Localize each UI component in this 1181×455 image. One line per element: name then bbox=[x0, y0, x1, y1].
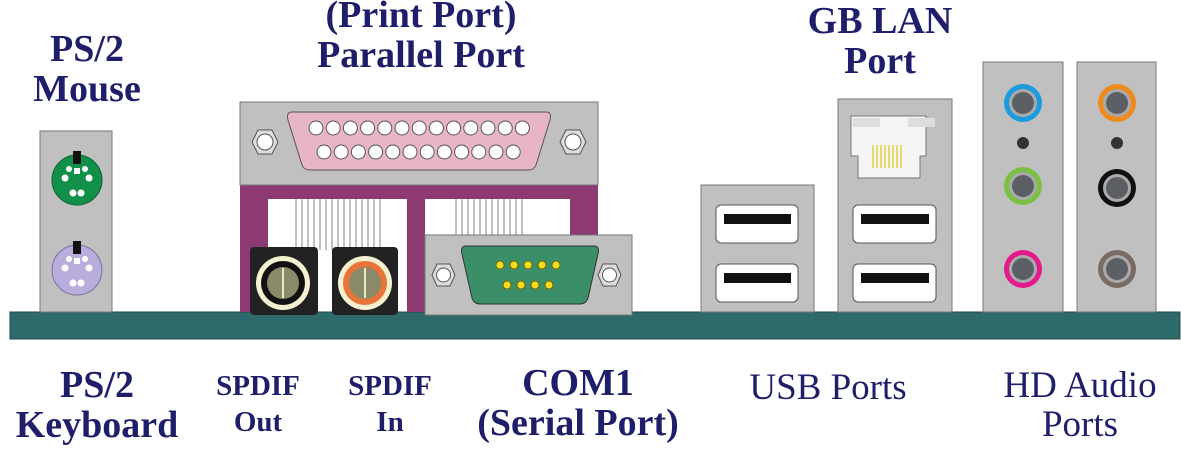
pin bbox=[333, 144, 349, 160]
pin bbox=[368, 144, 384, 160]
spdif-in-port-icon bbox=[332, 247, 398, 315]
pin bbox=[342, 120, 358, 136]
parallel-port-label: (Print Port)Parallel Port bbox=[317, 0, 525, 76]
label-line: HD Audio bbox=[1003, 365, 1157, 406]
ps2-mouse-port-icon bbox=[51, 151, 103, 206]
parallel-port-icon bbox=[239, 101, 599, 312]
label-line: Parallel Port bbox=[317, 33, 525, 76]
rj45-lan-port-icon bbox=[850, 115, 935, 179]
label-line: Ports bbox=[1041, 403, 1119, 445]
hd-audio-ports bbox=[982, 61, 1157, 313]
pin bbox=[436, 144, 452, 160]
usb-port-icon bbox=[715, 263, 799, 303]
pin bbox=[428, 120, 444, 136]
pin bbox=[402, 144, 418, 160]
spdif-out-label: SPDIF Out bbox=[216, 368, 300, 441]
ps2-keyboard-port-icon bbox=[51, 241, 103, 296]
label-line: (Serial Port) bbox=[477, 401, 679, 444]
label-line: Port bbox=[844, 39, 916, 82]
label-line: SPDIF bbox=[348, 370, 432, 402]
pin bbox=[480, 120, 496, 136]
usb-port-icon bbox=[852, 263, 937, 303]
pin bbox=[505, 144, 521, 160]
audio-jack-icon bbox=[1098, 250, 1136, 288]
pin bbox=[394, 120, 410, 136]
pin bbox=[446, 120, 462, 136]
pin bbox=[454, 144, 470, 160]
audio-jack-icon bbox=[1004, 167, 1042, 205]
pin bbox=[385, 144, 401, 160]
label-line: Out bbox=[233, 406, 283, 439]
audio-jack-icon bbox=[1004, 250, 1042, 288]
usb-ports-label: USB Ports bbox=[749, 367, 907, 408]
audio-jack-icon bbox=[1098, 169, 1136, 207]
usb-port-icon bbox=[852, 204, 937, 244]
label-line: In bbox=[376, 406, 404, 439]
label-line: GB LAN bbox=[807, 0, 953, 42]
pin bbox=[514, 120, 530, 136]
pin bbox=[316, 144, 332, 160]
pin bbox=[471, 144, 487, 160]
spdif-in-label: SPDIF In bbox=[348, 368, 432, 441]
label-line: (Print Port) bbox=[325, 0, 517, 36]
audio-jack-icon bbox=[1098, 84, 1136, 122]
com1-serial-port-icon bbox=[424, 234, 633, 316]
label-line: Mouse bbox=[33, 67, 141, 110]
ps2-ports bbox=[39, 130, 113, 313]
label-line: PS/2 bbox=[60, 364, 134, 406]
label-line: COM1 bbox=[522, 362, 634, 404]
pin bbox=[497, 120, 513, 136]
com1-label: COM1(Serial Port) bbox=[477, 362, 679, 444]
audio-jack-icon bbox=[1004, 84, 1042, 122]
lan-usb-stack bbox=[837, 98, 953, 313]
pin bbox=[308, 120, 324, 136]
pin bbox=[377, 120, 393, 136]
label-line: PS/2 bbox=[50, 28, 124, 70]
pin bbox=[419, 144, 435, 160]
pin bbox=[463, 120, 479, 136]
usb-port-icon bbox=[715, 204, 799, 244]
usb-ports-pair-1 bbox=[700, 184, 815, 313]
motherboard-edge bbox=[9, 311, 1181, 340]
pin bbox=[325, 120, 341, 136]
pin bbox=[350, 144, 366, 160]
pin bbox=[488, 144, 504, 160]
pin bbox=[411, 120, 427, 136]
label-line: SPDIF bbox=[216, 370, 300, 402]
label-line: Keyboard bbox=[15, 403, 179, 446]
spdif-out-port-icon bbox=[250, 247, 318, 315]
pin bbox=[360, 120, 376, 136]
